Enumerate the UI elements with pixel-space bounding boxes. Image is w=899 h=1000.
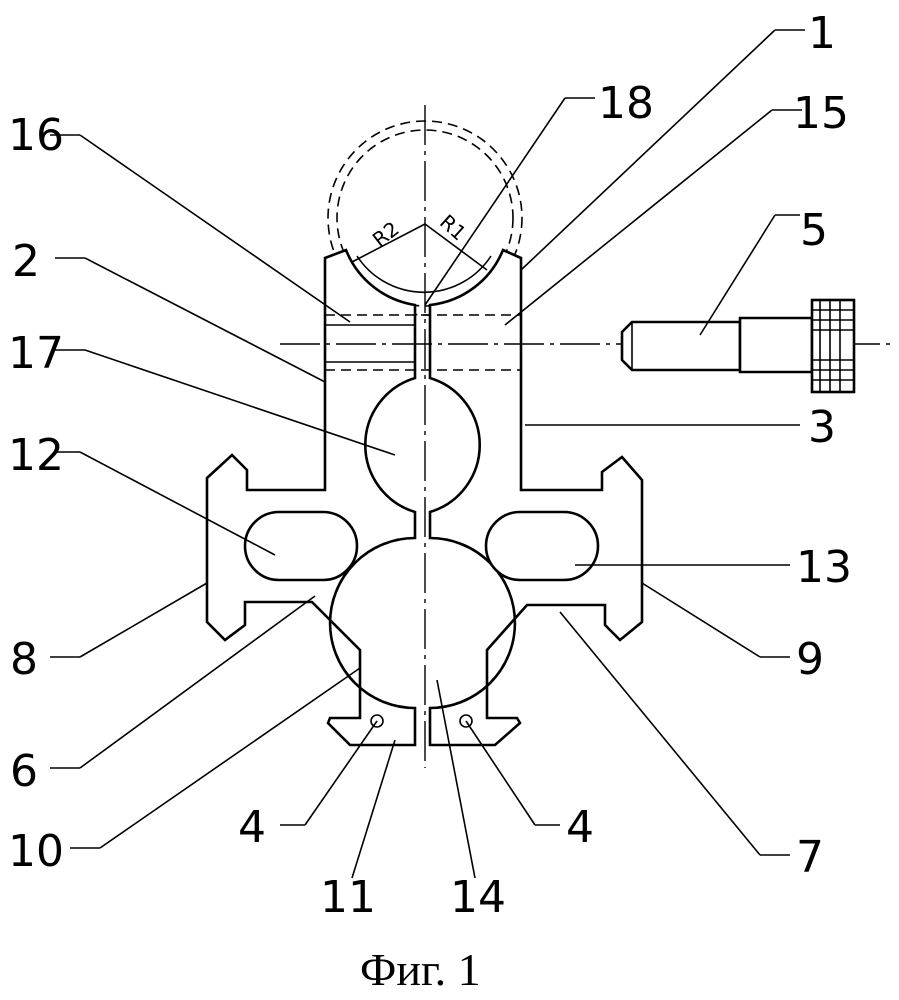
label-10: 10 bbox=[8, 826, 64, 877]
radius-label-r2: R2 bbox=[368, 216, 404, 251]
slot-13 bbox=[484, 510, 600, 582]
bolt-shank bbox=[620, 320, 742, 372]
bolt-head bbox=[738, 316, 814, 374]
inner-radius-circle bbox=[336, 129, 514, 307]
pin-hole-left bbox=[370, 714, 384, 728]
slot-12 bbox=[243, 510, 359, 582]
jaw-seat-arc bbox=[356, 255, 492, 294]
label-9: 9 bbox=[796, 634, 824, 685]
label-1: 1 bbox=[808, 8, 836, 59]
label-18: 18 bbox=[598, 78, 654, 129]
label-2: 2 bbox=[12, 236, 40, 287]
label-4-right: 4 bbox=[566, 802, 594, 853]
bolt-knurl bbox=[810, 298, 856, 394]
label-8: 8 bbox=[10, 634, 38, 685]
r1-line bbox=[424, 223, 488, 271]
clamp-body bbox=[205, 248, 417, 747]
label-4-left: 4 bbox=[238, 802, 266, 853]
clamp-body-right bbox=[428, 248, 644, 747]
label-12: 12 bbox=[8, 430, 64, 481]
label-14: 14 bbox=[450, 872, 506, 923]
label-15: 15 bbox=[793, 88, 849, 139]
label-13: 13 bbox=[796, 542, 852, 593]
label-16: 16 bbox=[8, 110, 64, 161]
figure-caption: Фиг. 1 bbox=[360, 944, 481, 995]
label-17: 17 bbox=[8, 328, 64, 379]
label-3: 3 bbox=[808, 402, 836, 453]
radius-label-r1: R1 bbox=[435, 210, 471, 246]
leader-lines bbox=[50, 29, 805, 879]
pin-hole-right bbox=[459, 714, 473, 728]
r2-line bbox=[351, 223, 426, 263]
label-7: 7 bbox=[796, 832, 824, 883]
label-5: 5 bbox=[800, 205, 828, 256]
label-6: 6 bbox=[10, 746, 38, 797]
label-11: 11 bbox=[320, 872, 376, 923]
